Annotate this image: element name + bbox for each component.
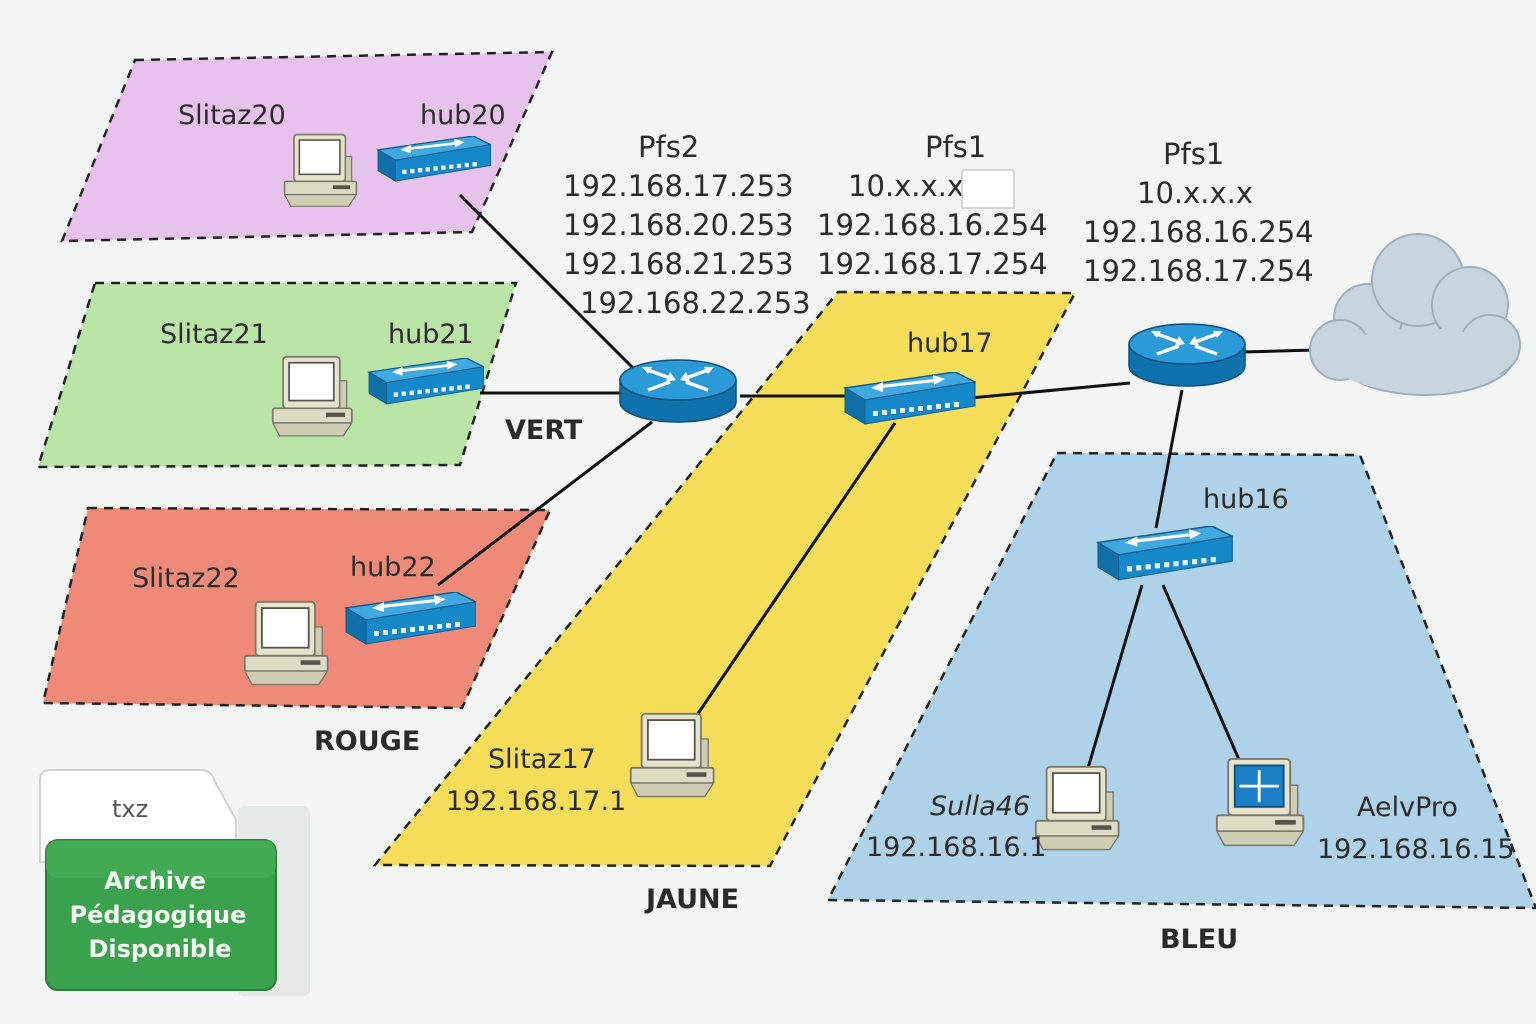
pfs2-ip-3: 192.168.21.253 bbox=[563, 247, 794, 281]
label-slitaz17: Slitaz17 bbox=[488, 744, 596, 775]
archive-tag: txz bbox=[112, 795, 148, 823]
zone-label-rouge: ROUGE bbox=[314, 726, 420, 757]
router-pfs1-mid-addresses: Pfs1 10.x.x.x 192.168.16.254 192.168.17.… bbox=[817, 130, 1048, 281]
label-slitaz21: Slitaz21 bbox=[160, 319, 268, 350]
pfs1-mid-ip-1: 10.x.x.x bbox=[848, 169, 964, 203]
pfs1-ip-2: 192.168.16.254 bbox=[1083, 215, 1314, 249]
label-aelvpro-ip: 192.168.16.15 bbox=[1317, 834, 1515, 865]
label-hub17: hub17 bbox=[907, 328, 993, 359]
pfs1-ip-1: 10.x.x.x bbox=[1137, 176, 1253, 210]
internet-cloud-icon bbox=[1309, 233, 1521, 396]
pfs2-ip-2: 192.168.20.253 bbox=[563, 208, 794, 242]
zone-jaune bbox=[372, 290, 1078, 868]
archive-line-1: Archive bbox=[104, 867, 206, 895]
label-sulla46: Sulla46 bbox=[930, 791, 1030, 822]
archive-folder[interactable]: txz Archive Pédagogique Disponible bbox=[39, 769, 310, 996]
pfs2-name: Pfs2 bbox=[638, 130, 699, 164]
label-hub20: hub20 bbox=[420, 100, 506, 131]
pfs1-mid-ip-2: 192.168.16.254 bbox=[817, 208, 1048, 242]
router-pfs1-icon bbox=[1127, 322, 1247, 388]
label-hub21: hub21 bbox=[388, 319, 474, 350]
router-pfs1-addresses: Pfs1 10.x.x.x 192.168.16.254 192.168.17.… bbox=[1083, 137, 1314, 288]
label-slitaz22: Slitaz22 bbox=[132, 563, 240, 594]
pc-slitaz22-icon bbox=[243, 600, 329, 686]
label-aelvpro: AelvPro bbox=[1357, 792, 1458, 823]
pfs1-mid-ip-3: 192.168.17.254 bbox=[817, 247, 1048, 281]
pfs1-ip-3: 192.168.17.254 bbox=[1083, 254, 1314, 288]
label-slitaz20: Slitaz20 bbox=[178, 100, 286, 131]
zone-label-bleu: BLEU bbox=[1160, 924, 1238, 955]
router-pfs2-icon bbox=[618, 358, 738, 424]
pfs2-ip-4: 192.168.22.253 bbox=[580, 286, 811, 320]
zone-bleu bbox=[825, 451, 1536, 910]
label-slitaz17-ip: 192.168.17.1 bbox=[446, 786, 626, 817]
blank-box bbox=[961, 169, 1015, 209]
pfs1-mid-name: Pfs1 bbox=[925, 130, 986, 164]
archive-line-2: Pédagogique bbox=[70, 901, 247, 929]
label-hub16: hub16 bbox=[1203, 484, 1289, 515]
pfs2-ip-1: 192.168.17.253 bbox=[563, 169, 794, 203]
archive-line-3: Disponible bbox=[88, 935, 231, 963]
zone-label-vert: VERT bbox=[505, 415, 583, 446]
label-sulla46-ip: 192.168.16.1 bbox=[866, 832, 1046, 863]
zone-label-jaune: JAUNE bbox=[644, 884, 739, 915]
label-hub22: hub22 bbox=[350, 552, 436, 583]
router-pfs2-addresses: Pfs2 192.168.17.253 192.168.20.253 192.1… bbox=[563, 130, 811, 320]
pc-aelvpro-icon bbox=[1215, 757, 1305, 847]
network-links bbox=[437, 193, 1316, 769]
pc-slitaz21-icon bbox=[271, 355, 353, 437]
pfs1-name: Pfs1 bbox=[1163, 137, 1224, 171]
pc-slitaz17-icon bbox=[629, 712, 715, 798]
pc-slitaz20-icon bbox=[283, 133, 358, 208]
pc-sulla46-icon bbox=[1034, 765, 1120, 851]
zone-vert bbox=[36, 281, 518, 469]
